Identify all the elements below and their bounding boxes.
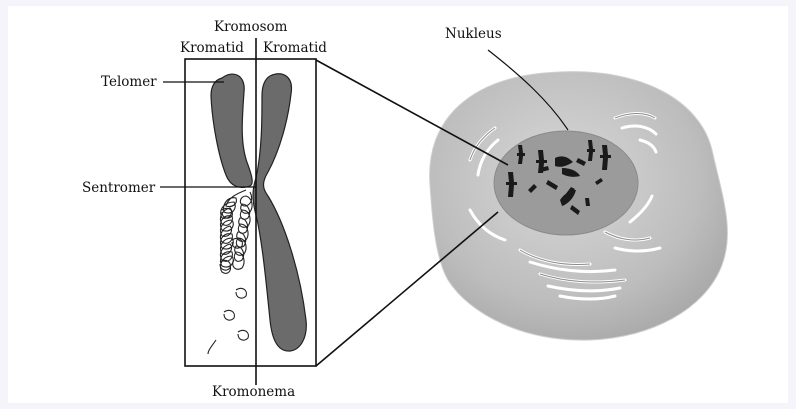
- kromatid-left-label: Kromatid: [180, 40, 244, 56]
- nukleus-label: Nukleus: [445, 26, 502, 42]
- sentromer-label: Sentromer: [82, 180, 155, 196]
- telomer-label: Telomer: [101, 74, 157, 90]
- kromonema-label: Kromonema: [212, 384, 295, 400]
- kromatid-right-label: Kromatid: [263, 40, 327, 56]
- kromosom-label: Kromosom: [214, 19, 287, 35]
